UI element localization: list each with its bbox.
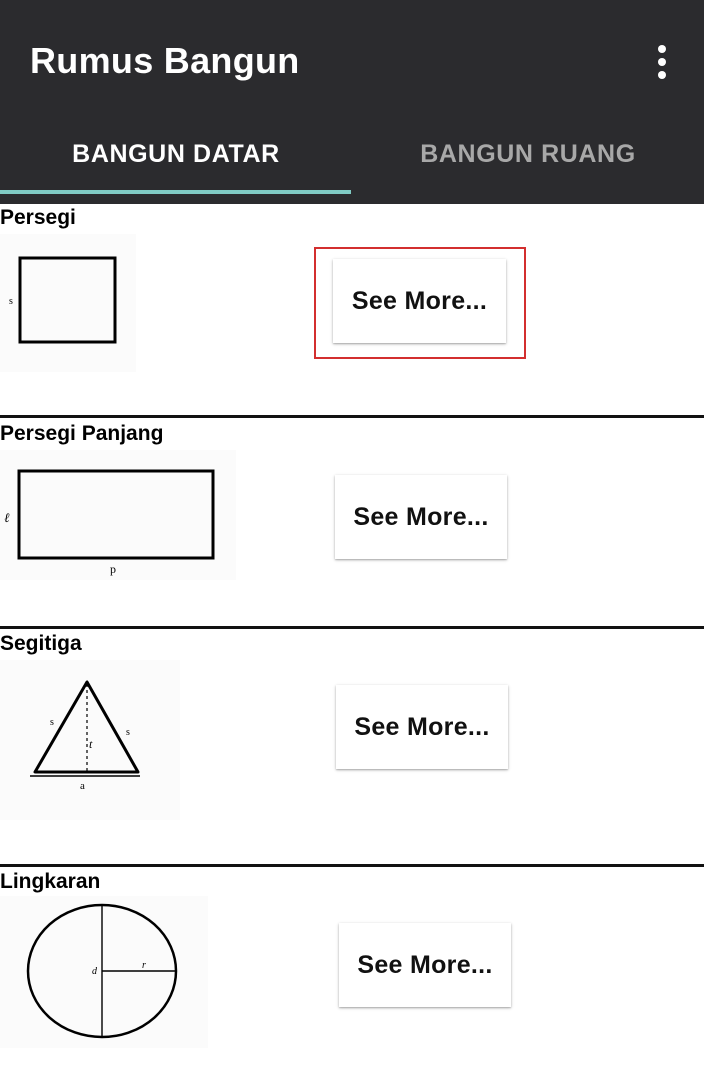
section-persegi-panjang: Persegi Panjang ℓ p See More... bbox=[0, 420, 704, 626]
shape-label: a bbox=[80, 780, 85, 792]
see-more-button-segitiga[interactable]: See More... bbox=[336, 685, 508, 769]
section-title: Segitiga bbox=[0, 632, 82, 656]
rectangle-shape-image: ℓ p bbox=[0, 450, 236, 580]
divider bbox=[0, 626, 704, 629]
section-lingkaran: Lingkaran d r See More... bbox=[0, 868, 704, 1088]
section-title: Lingkaran bbox=[0, 870, 100, 894]
shape-label: r bbox=[142, 960, 146, 971]
more-vert-icon[interactable] bbox=[640, 40, 684, 84]
divider bbox=[0, 864, 704, 867]
app-title: Rumus Bangun bbox=[30, 40, 300, 82]
shape-label: p bbox=[110, 562, 116, 576]
see-more-button-lingkaran[interactable]: See More... bbox=[339, 923, 511, 1007]
triangle-shape-image: s t s a bbox=[0, 660, 180, 820]
section-segitiga: Segitiga s t s a See More... bbox=[0, 630, 704, 864]
selection-highlight bbox=[314, 247, 526, 359]
tab-bangun-datar[interactable]: BANGUN DATAR bbox=[0, 126, 352, 194]
shape-label: t bbox=[89, 737, 93, 751]
tab-indicator bbox=[0, 190, 351, 194]
square-shape-image: s bbox=[0, 234, 136, 372]
shape-label: d bbox=[92, 966, 98, 977]
circle-shape-image: d r bbox=[0, 896, 208, 1048]
tab-bangun-ruang[interactable]: BANGUN RUANG bbox=[352, 126, 704, 194]
shape-label: s bbox=[50, 717, 54, 728]
section-title: Persegi bbox=[0, 206, 76, 230]
shape-label: s bbox=[126, 727, 130, 738]
app-bar: Rumus Bangun BANGUN DATAR BANGUN RUANG bbox=[0, 0, 704, 204]
shape-label: ℓ bbox=[4, 510, 10, 525]
see-more-button-persegi-panjang[interactable]: See More... bbox=[335, 475, 507, 559]
section-title: Persegi Panjang bbox=[0, 422, 163, 446]
shape-label: s bbox=[9, 296, 13, 307]
divider bbox=[0, 415, 704, 418]
